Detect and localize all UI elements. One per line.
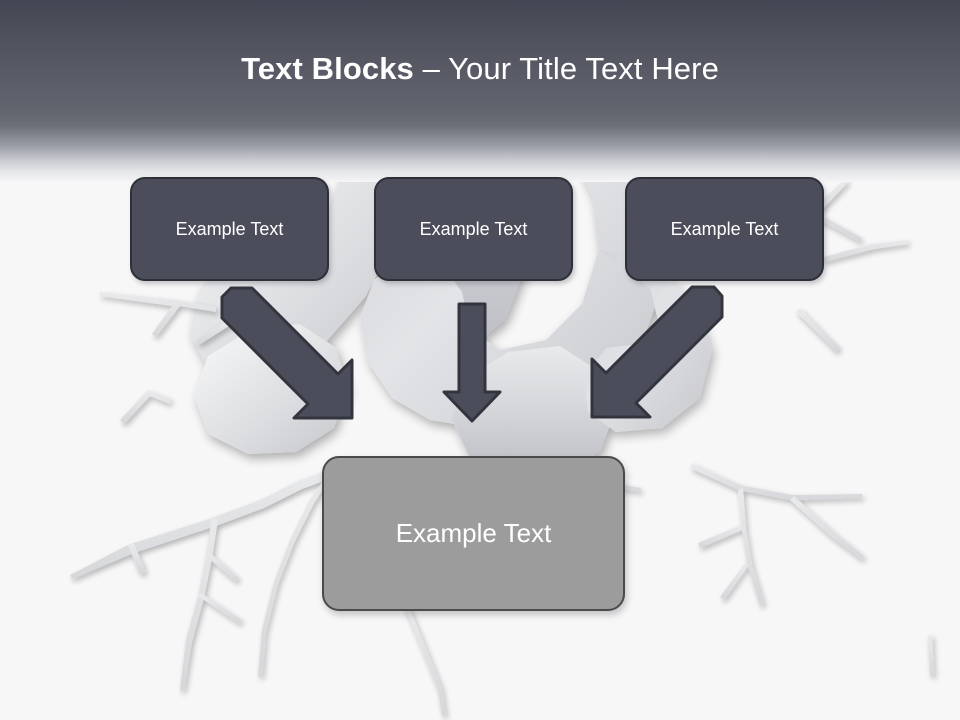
source-box-2[interactable]: Example Text bbox=[374, 177, 573, 281]
arrow-left-diagonal bbox=[220, 286, 354, 420]
source-box-3-label: Example Text bbox=[670, 218, 779, 239]
source-box-2-label: Example Text bbox=[419, 218, 528, 239]
arrow-center-vertical bbox=[442, 302, 502, 423]
result-box[interactable]: Example Text bbox=[322, 456, 625, 611]
source-box-1-label: Example Text bbox=[175, 218, 284, 239]
source-box-3[interactable]: Example Text bbox=[625, 177, 824, 281]
result-box-label: Example Text bbox=[395, 518, 552, 548]
arrow-right-diagonal bbox=[590, 285, 724, 419]
source-box-1[interactable]: Example Text bbox=[130, 177, 329, 281]
